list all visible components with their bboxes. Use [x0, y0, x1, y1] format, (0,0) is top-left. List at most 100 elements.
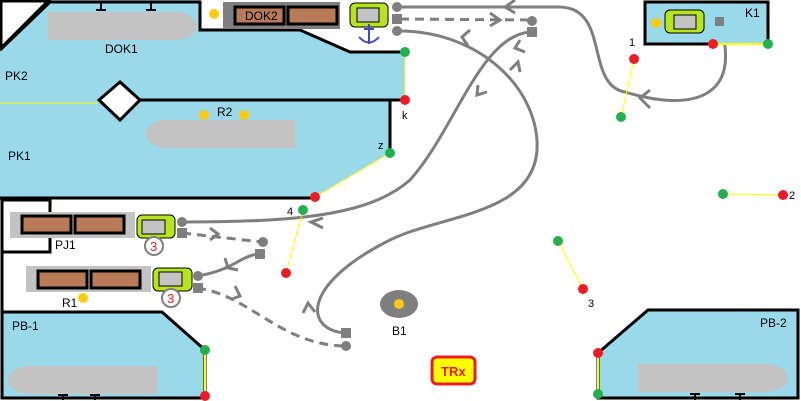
signal-green[interactable]	[200, 345, 210, 355]
marker-dot	[239, 110, 249, 120]
locomotive-cab	[158, 271, 183, 287]
arrow-icon	[209, 226, 221, 242]
marker-dot	[394, 299, 404, 309]
label-4: 4	[287, 206, 293, 218]
signal-green[interactable]	[718, 189, 728, 199]
signal-red[interactable]	[310, 192, 320, 202]
route-node[interactable]	[341, 341, 351, 351]
arrow-icon	[489, 11, 503, 28]
label-1: 1	[629, 37, 635, 49]
arrow-icon	[637, 88, 652, 110]
marker-dot	[78, 293, 88, 303]
route-node[interactable]	[177, 228, 187, 238]
r1-count: 3	[167, 291, 174, 306]
arrow-icon	[231, 285, 243, 301]
signal-green[interactable]	[593, 389, 603, 399]
route-path	[397, 5, 727, 103]
label-dok2: DOK2	[245, 9, 278, 23]
locomotive-cab	[356, 7, 380, 23]
signal-links	[285, 52, 784, 290]
marker-dot	[651, 18, 661, 28]
signal-green[interactable]	[385, 148, 395, 158]
signal-red[interactable]	[629, 54, 639, 64]
signal-red[interactable]	[200, 391, 210, 401]
count-badge	[161, 288, 181, 308]
ship-r2[interactable]	[146, 120, 295, 148]
route-node[interactable]	[392, 26, 402, 36]
label-pk1: PK1	[8, 149, 31, 163]
label-k1: K1	[745, 6, 760, 20]
signal-green[interactable]	[763, 39, 773, 49]
bollard-icon	[96, 2, 156, 11]
locomotive-cab	[141, 219, 166, 235]
route-node[interactable]	[258, 237, 268, 247]
route-path	[196, 252, 261, 278]
quay-wall	[0, 0, 405, 54]
route-path	[316, 29, 539, 335]
arrow-icon	[508, 58, 522, 73]
label-pj1: PJ1	[55, 238, 76, 252]
signal-green[interactable]	[616, 112, 626, 122]
diamond-marker[interactable]	[96, 80, 143, 123]
signal-red[interactable]	[578, 284, 588, 294]
label-b1: B1	[392, 324, 407, 338]
signals[interactable]	[200, 39, 788, 401]
count-badge	[144, 236, 164, 256]
arrow-icon	[460, 28, 471, 47]
marker-dot	[199, 110, 209, 120]
label-pb2: PB-2	[760, 316, 787, 330]
wagon[interactable]	[286, 5, 339, 26]
label-3: 3	[588, 298, 594, 310]
signal-red[interactable]	[708, 39, 718, 49]
arrow-icon	[307, 216, 324, 230]
signal-red[interactable]	[778, 190, 788, 200]
bollard-icon	[58, 394, 100, 400]
locomotive-cab	[673, 14, 697, 30]
label-pb1: PB-1	[12, 319, 39, 333]
ship-dok1[interactable]	[48, 12, 197, 40]
arrow-icon	[301, 300, 317, 314]
anchor-icon	[358, 24, 380, 44]
signal-green[interactable]	[553, 236, 563, 246]
route-path	[181, 231, 263, 244]
arrow-icon	[223, 257, 239, 272]
signal-red[interactable]	[593, 348, 603, 358]
route-node[interactable]	[255, 249, 265, 259]
routes	[181, 0, 727, 348]
route-node[interactable]	[715, 17, 724, 26]
route-node[interactable]	[392, 2, 402, 12]
label-r1: R1	[62, 296, 78, 310]
route-node[interactable]	[341, 328, 351, 338]
corner-triangle	[0, 0, 52, 52]
wagon[interactable]	[89, 269, 142, 290]
wagon[interactable]	[36, 269, 89, 290]
wagon[interactable]	[233, 5, 286, 26]
label-pk2: PK2	[5, 69, 28, 83]
pj1-count: 3	[150, 239, 157, 254]
marker-dot	[209, 9, 219, 19]
route-path	[196, 286, 346, 348]
signal-green[interactable]	[298, 205, 308, 215]
wagon[interactable]	[73, 214, 126, 235]
arrow-icon	[502, 0, 516, 15]
wagon[interactable]	[20, 214, 73, 235]
ship-pb2[interactable]	[638, 364, 788, 392]
route-node[interactable]	[193, 271, 203, 281]
route-node[interactable]	[392, 14, 402, 24]
label-z: z	[378, 140, 384, 152]
route-path	[399, 17, 531, 22]
label-r2: R2	[217, 105, 233, 119]
signal-green[interactable]	[400, 47, 410, 57]
signal-red[interactable]	[281, 268, 291, 278]
label-dok1: DOK1	[105, 42, 138, 56]
label-2: 2	[789, 190, 795, 202]
arrow-icon	[475, 84, 488, 98]
signal-red[interactable]	[400, 95, 410, 105]
trx-button[interactable]: TRx	[430, 355, 477, 386]
route-node[interactable]	[527, 27, 537, 37]
ship-pb1[interactable]	[8, 366, 157, 394]
route-node[interactable]	[177, 217, 187, 227]
route-node[interactable]	[193, 283, 203, 293]
route-node[interactable]	[527, 16, 537, 26]
